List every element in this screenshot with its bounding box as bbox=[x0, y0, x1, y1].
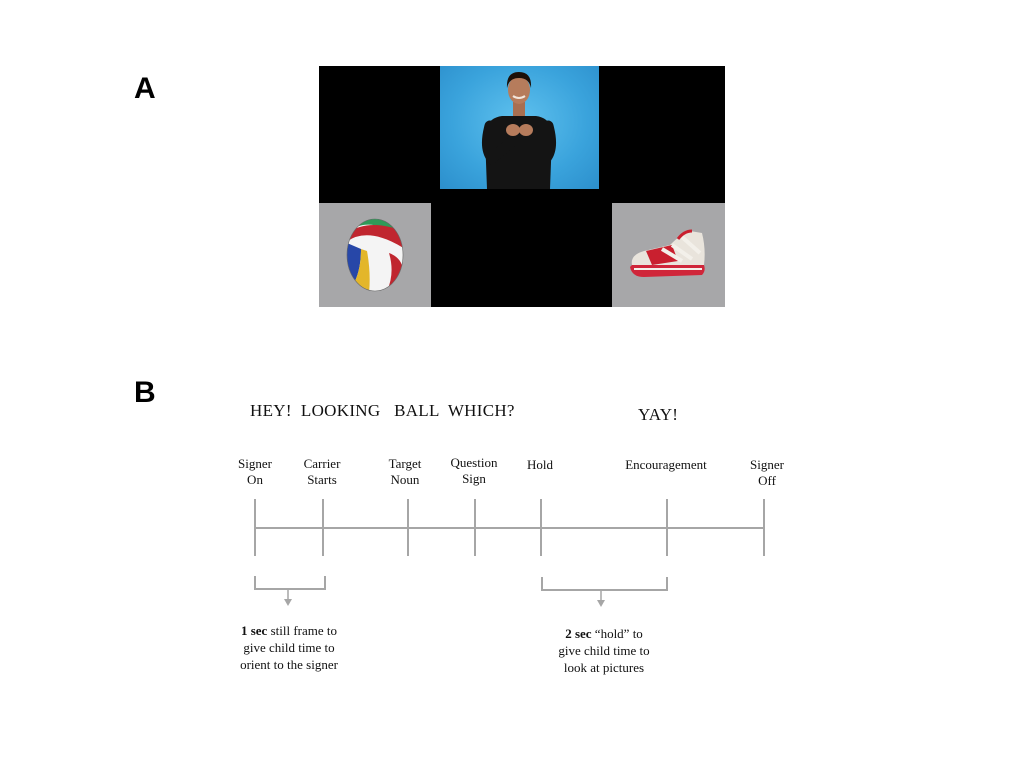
shoe-picture bbox=[612, 203, 725, 307]
beach-ball-icon bbox=[346, 218, 404, 292]
ball-picture bbox=[319, 203, 431, 307]
bracket-1-sec bbox=[254, 576, 326, 606]
bracket-2-sec bbox=[541, 577, 668, 607]
panel-label-a: A bbox=[134, 72, 156, 105]
note-1-sec: 1 sec still frame to give child time to … bbox=[240, 623, 338, 672]
sneaker-icon bbox=[630, 229, 705, 277]
signer-figure-icon bbox=[481, 72, 557, 189]
carrier-phrase: HEY! LOOKING BALL WHICH? bbox=[250, 401, 515, 420]
note-2-sec: 2 sec “hold” to give child time to look … bbox=[558, 626, 650, 675]
signer-video bbox=[440, 66, 599, 189]
stimulus-screen bbox=[319, 66, 725, 307]
encouragement-phrase: YAY! bbox=[638, 405, 679, 424]
panel-label-b: B bbox=[134, 376, 156, 409]
event-label-encouragement: Encouragement bbox=[625, 457, 707, 472]
event-label-hold: Hold bbox=[527, 457, 553, 472]
